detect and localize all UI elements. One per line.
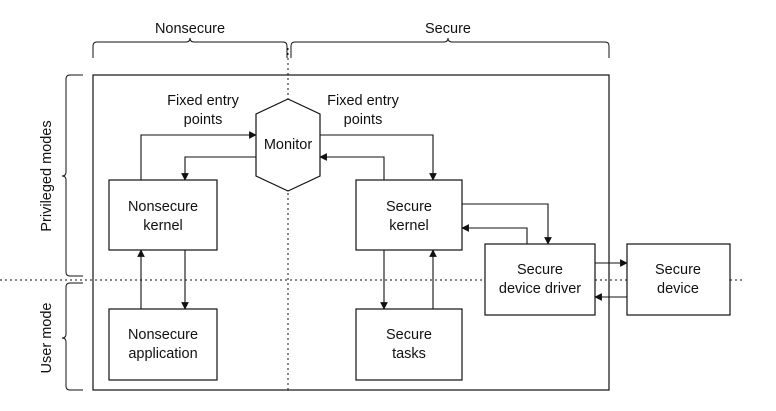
s-kernel-to-driver-arrow: [462, 203, 552, 245]
secure-brace: [290, 37, 610, 58]
monitor-label: Monitor: [264, 137, 313, 153]
secure-region-label: Secure: [425, 21, 471, 37]
ns-kernel-to-monitor-arrow: [140, 131, 257, 180]
secure-driver-node: [484, 243, 596, 316]
driver-to-s-kernel-arrow: [461, 224, 528, 244]
monitor-to-s-kernel-arrow: [320, 134, 437, 181]
nonsecure-app-label-1: Nonsecure: [128, 327, 198, 343]
nonsecure-app-label-2: application: [128, 346, 197, 362]
secure-driver-label-1: Secure: [517, 262, 563, 278]
secure-device-node: [626, 243, 731, 316]
fixed-entry-right-2: points: [344, 112, 383, 128]
user-brace: [61, 282, 83, 391]
fixed-entry-left-2: points: [184, 112, 223, 128]
secure-kernel-node: [355, 179, 463, 251]
fixed-entry-left-1: Fixed entry: [167, 93, 239, 109]
user-mode-label: User mode: [39, 303, 55, 374]
s-kernel-to-monitor-arrow: [319, 153, 385, 180]
nonsecure-region-label: Nonsecure: [155, 21, 225, 37]
nonsecure-app-node: [108, 308, 218, 381]
nonsecure-kernel-label-2: kernel: [143, 218, 183, 234]
secure-device-label-1: Secure: [655, 262, 701, 278]
secure-device-label-2: device: [657, 281, 699, 297]
monitor-node: [255, 98, 321, 192]
nonsecure-brace: [92, 37, 288, 58]
secure-kernel-label-2: kernel: [389, 218, 429, 234]
fixed-entry-right-1: Fixed entry: [327, 93, 399, 109]
nonsecure-kernel-label-1: Nonsecure: [128, 199, 198, 215]
nonsecure-kernel-node: [108, 179, 218, 251]
secure-tasks-node: [355, 308, 463, 381]
system-frame: [92, 74, 610, 391]
secure-driver-label-2: device driver: [499, 281, 581, 297]
monitor-to-ns-kernel-arrow: [181, 156, 256, 181]
privileged-modes-label: Privileged modes: [39, 120, 55, 231]
privileged-brace: [61, 74, 83, 277]
secure-tasks-label-2: tasks: [392, 346, 426, 362]
secure-kernel-label-1: Secure: [386, 199, 432, 215]
secure-tasks-label-1: Secure: [386, 327, 432, 343]
